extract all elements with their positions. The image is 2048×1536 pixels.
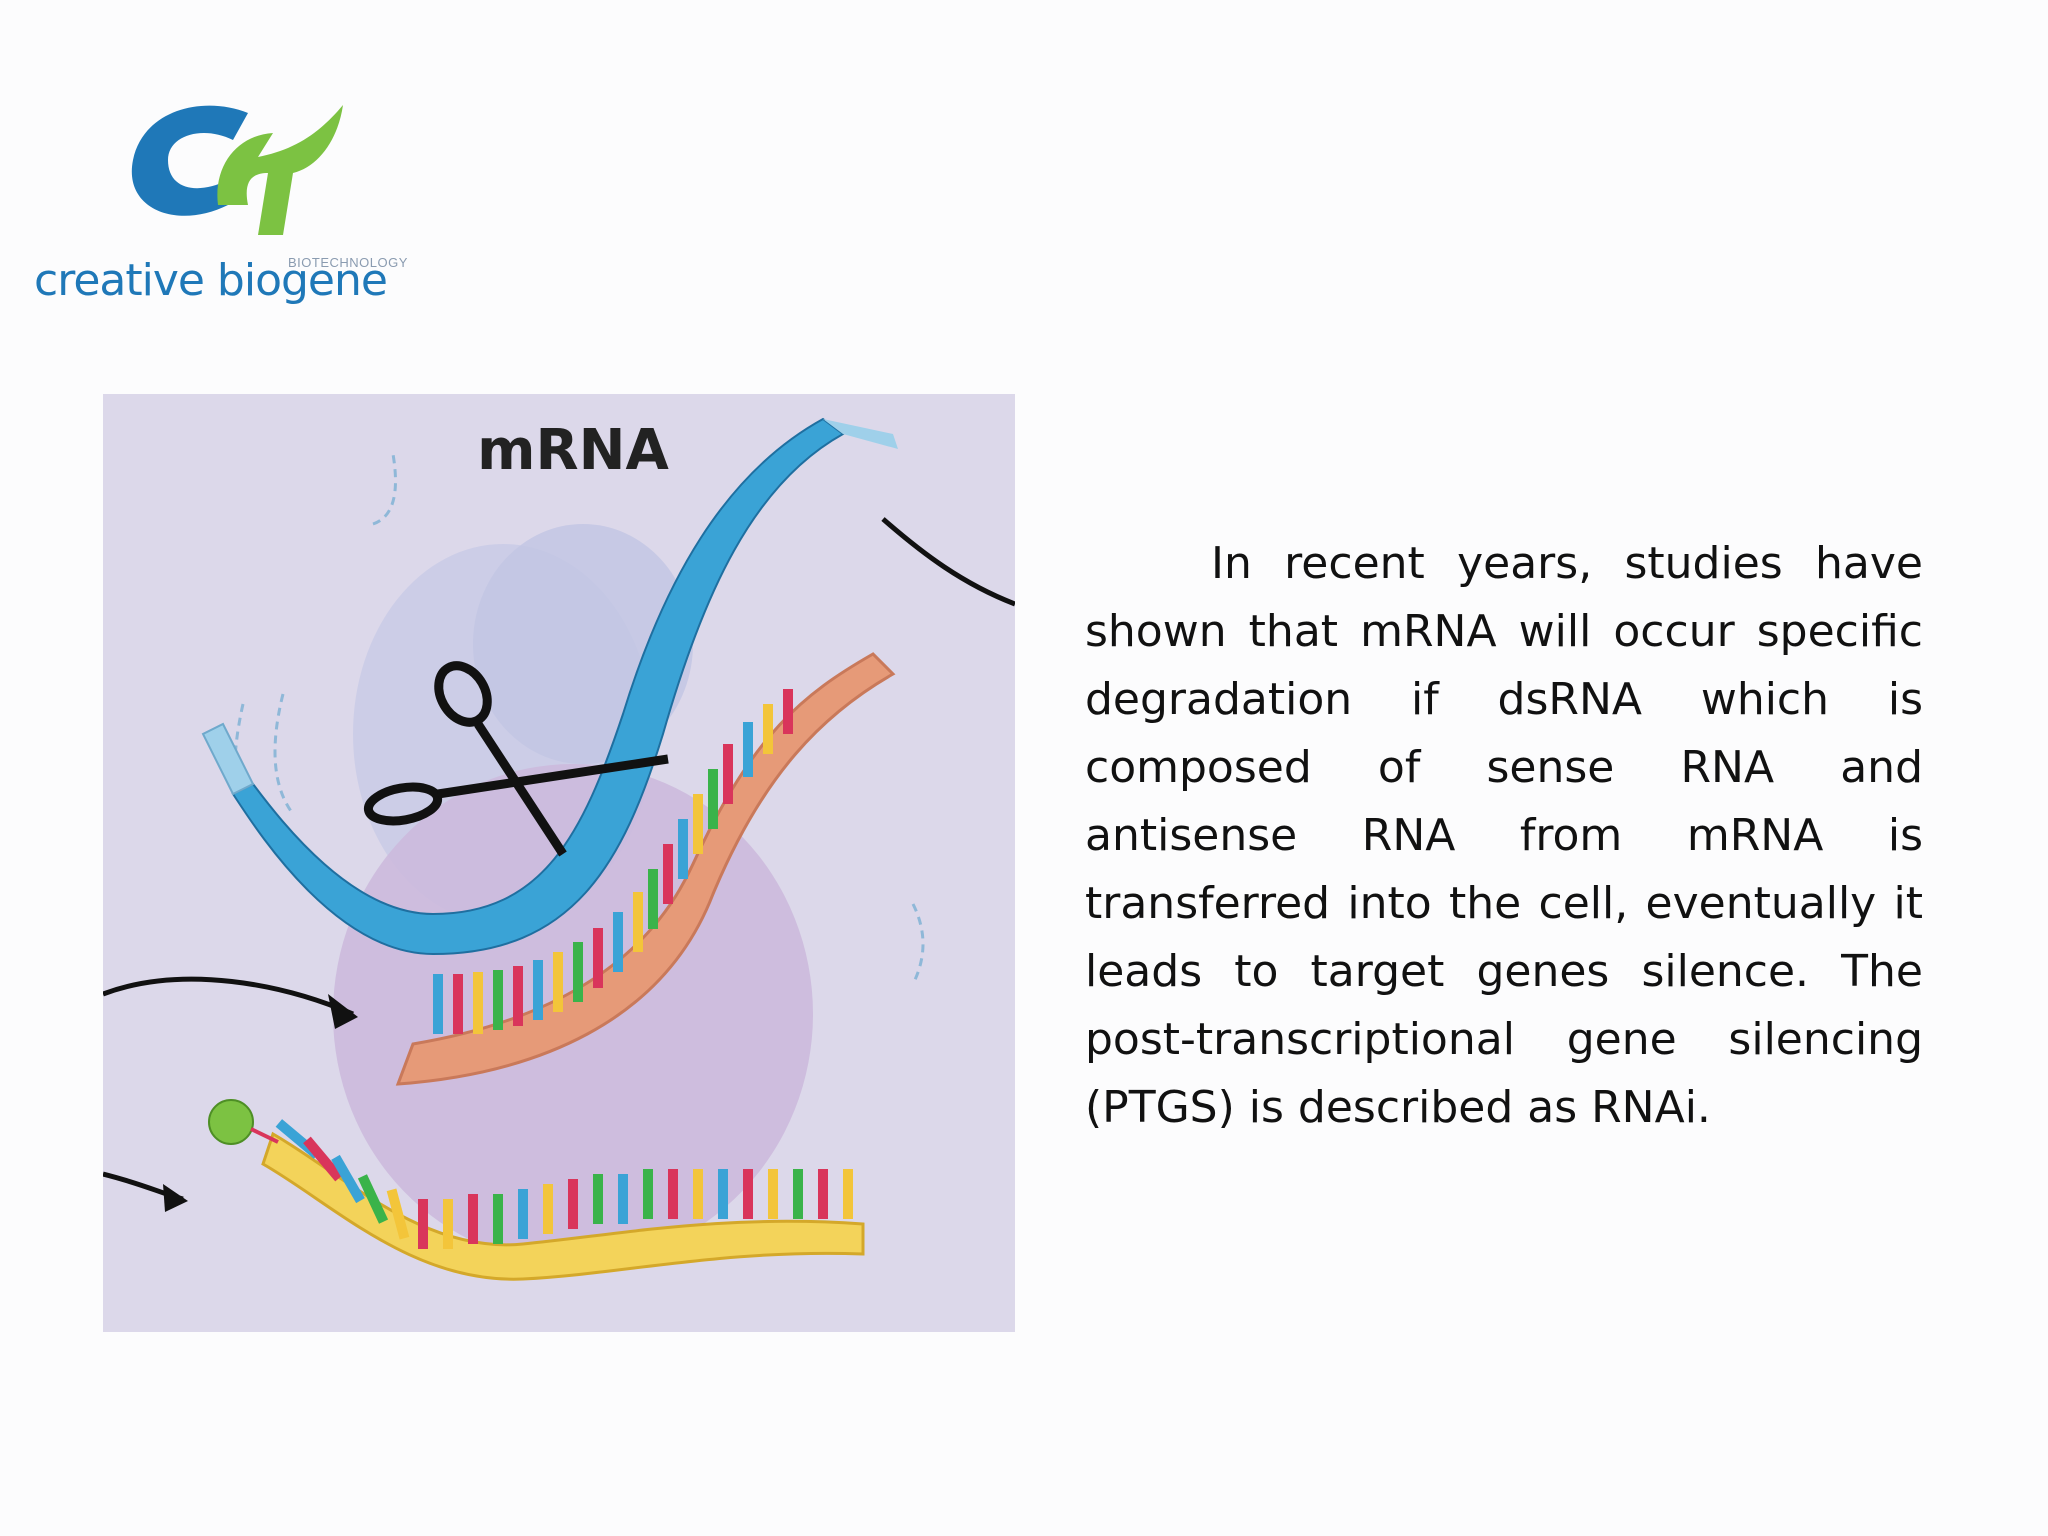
rnai-illustration: mRNA	[103, 394, 1015, 1332]
logo-tagline: BIOTECHNOLOGY	[288, 255, 408, 270]
logo-mark-icon	[131, 105, 343, 235]
scissors-icon	[363, 661, 669, 857]
green-cap-icon	[208, 1099, 254, 1145]
rnai-diagram: mRNA	[103, 417, 1015, 1281]
logo-brand-name: creative biogene	[34, 255, 388, 306]
figure-label: mRNA	[477, 418, 669, 483]
base-pairs	[433, 689, 793, 1034]
paragraph: In recent years, studies have shown that…	[1085, 538, 1923, 1133]
sirna-bases	[275, 1119, 853, 1249]
company-logo: BIOTECHNOLOGY creative biogene	[28, 95, 418, 320]
